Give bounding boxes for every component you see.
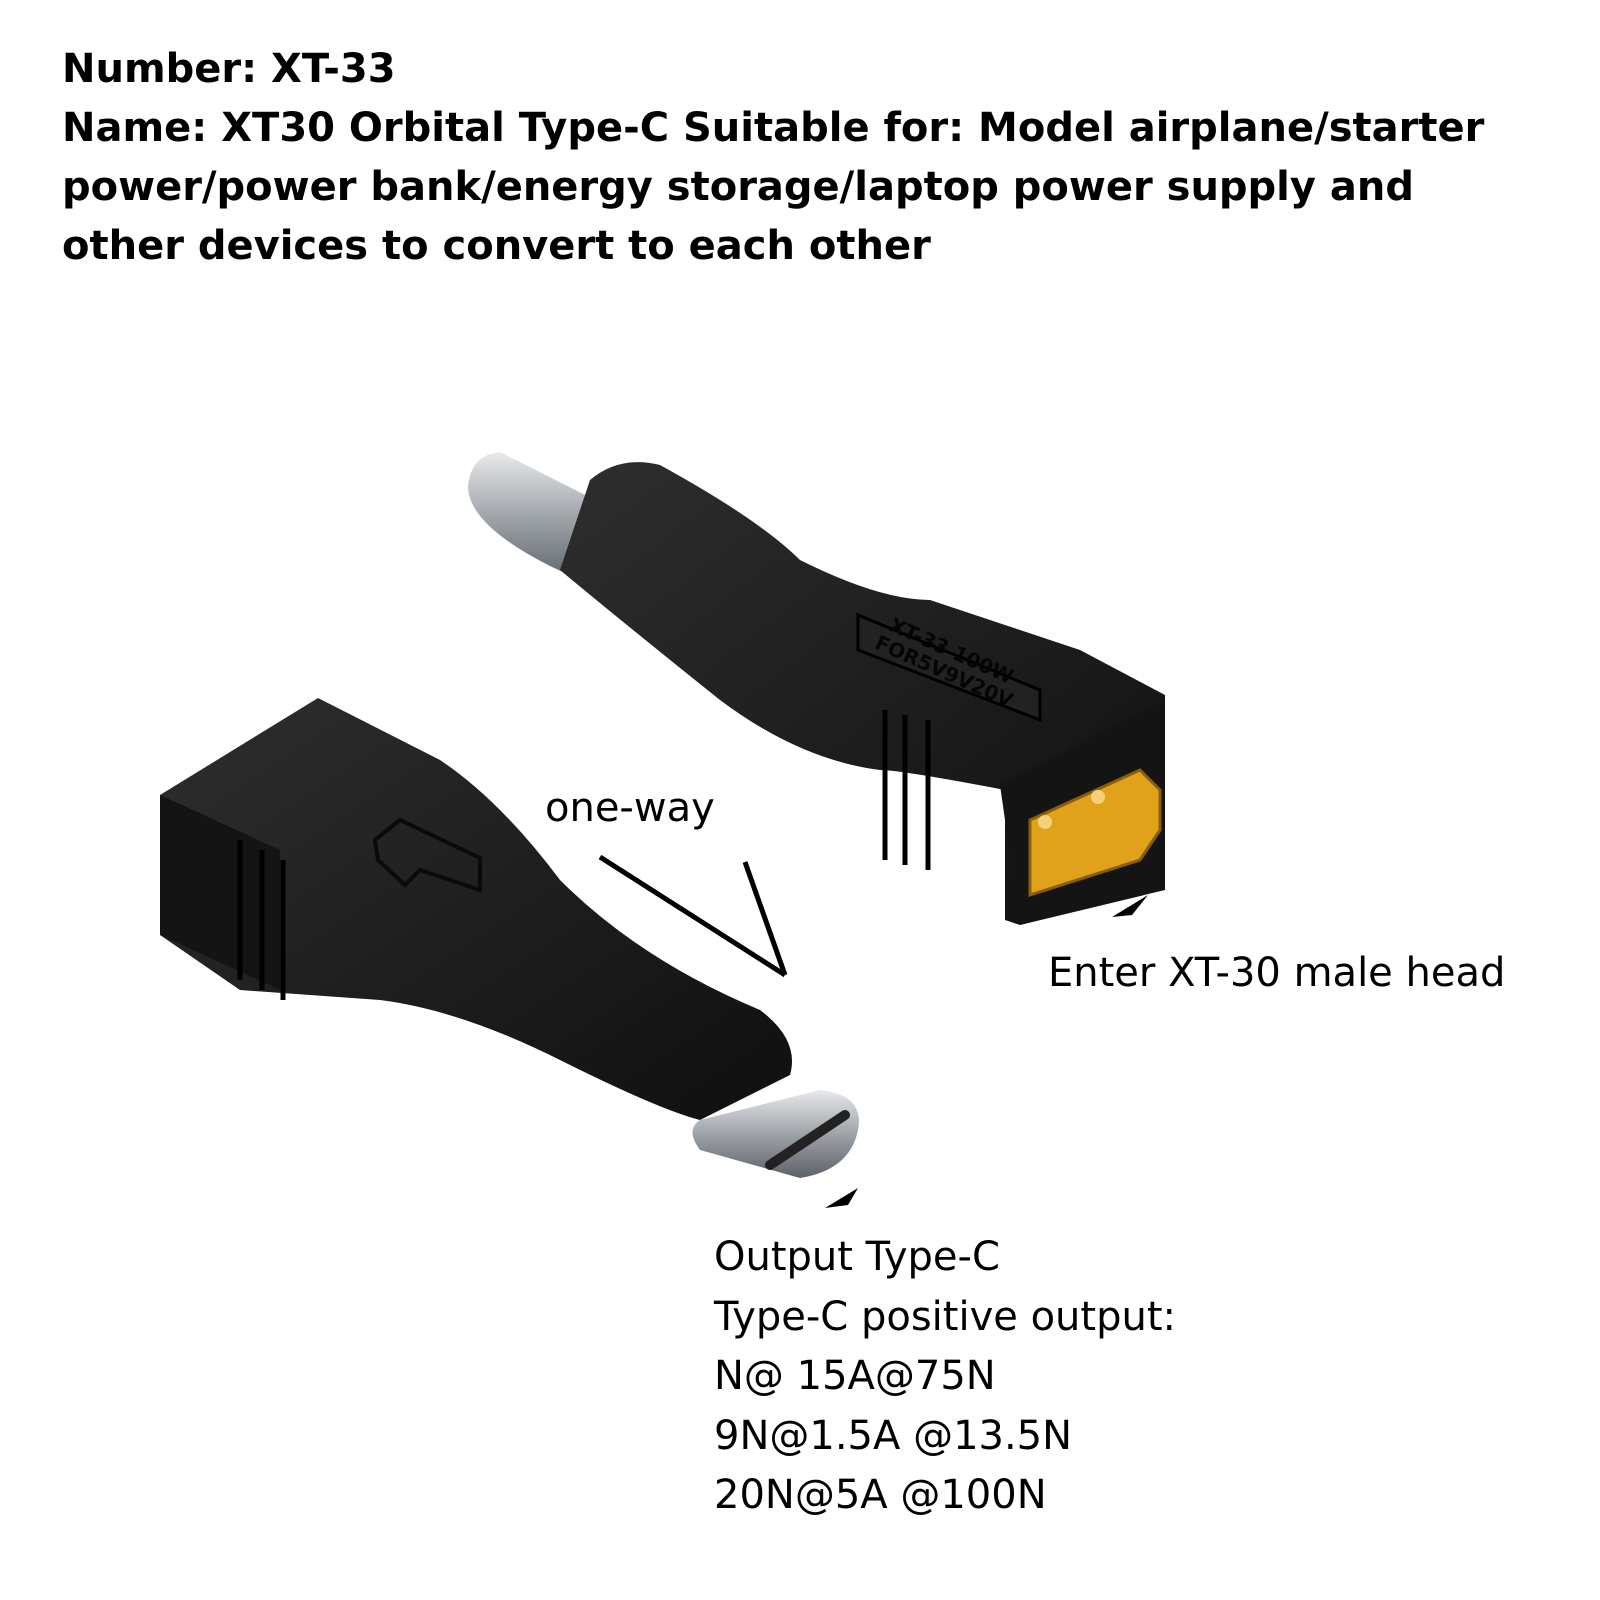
bottom-typec-plug	[692, 1090, 859, 1178]
output-spec-1: N@ 15A@75N	[714, 1353, 996, 1399]
product-name-line-2: power/power bank/energy storage/laptop p…	[62, 164, 1414, 210]
output-spec-2: 9N@1.5A @13.5N	[714, 1412, 1073, 1459]
output-title: Output Type-C	[714, 1234, 1000, 1280]
product-number: Number: XT-33	[62, 46, 396, 92]
one-way-arrow-lines	[598, 854, 788, 978]
output-subtitle: Type-C positive output:	[714, 1293, 1176, 1340]
input-label: Enter XT-30 male head	[1048, 950, 1506, 996]
bottom-adapter-typec-output	[160, 698, 859, 1178]
output-spec-3: 20N@5A @100N	[714, 1472, 1047, 1518]
product-description: Number: XT-33 Name: XT30 Orbital Type-C …	[62, 40, 1562, 276]
output-pointer-icon	[825, 1188, 858, 1208]
output-specs: Output Type-C Type-C positive output: N@…	[714, 1228, 1176, 1526]
xt30-connector-face	[1028, 768, 1162, 898]
one-way-label: one-way	[545, 785, 715, 831]
top-adapter-xt30-input: XT-33 100W FOR5V9V20V	[468, 452, 1165, 925]
product-name-line-1: Name: XT30 Orbital Type-C Suitable for: …	[62, 105, 1485, 151]
bottom-adapter-body	[160, 698, 792, 1120]
input-pointer-icon	[1112, 895, 1148, 917]
product-name-line-3: other devices to convert to each other	[62, 223, 931, 269]
